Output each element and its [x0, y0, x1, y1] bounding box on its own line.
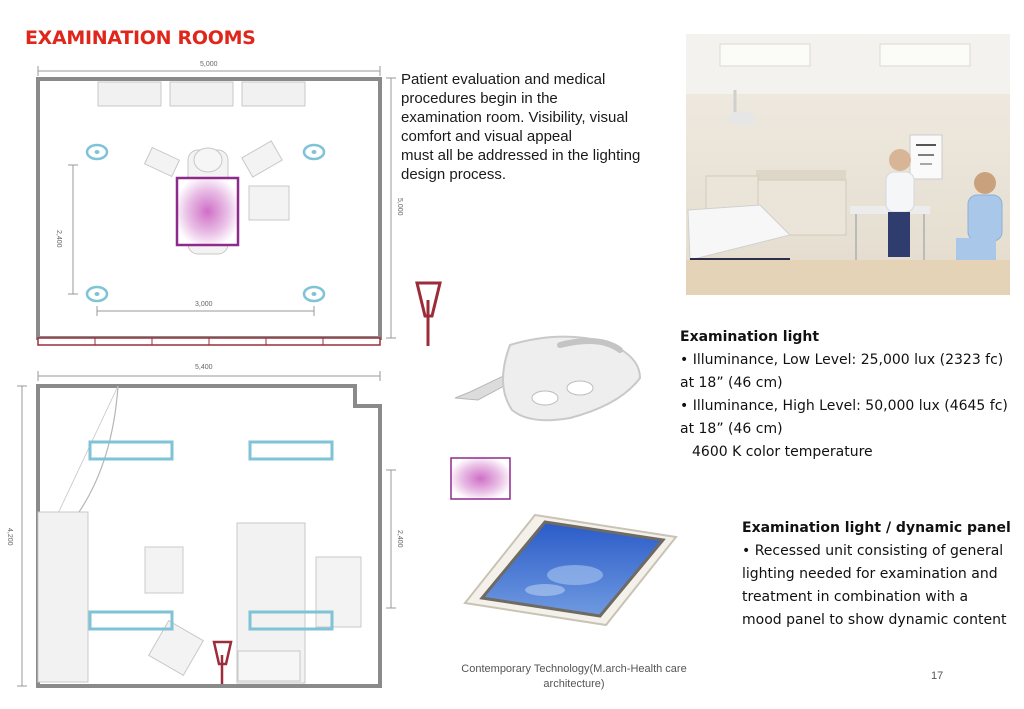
exam-room-photo — [686, 34, 1010, 295]
spec-line: mood panel to show dynamic content — [742, 612, 1007, 628]
downlight-icon — [85, 285, 109, 303]
dynamic-panel-image — [463, 513, 678, 627]
light-strip — [37, 337, 381, 346]
footer-text: Contemporary Technology(M.arch-Health ca… — [450, 662, 698, 692]
exam-light-icon — [212, 640, 233, 684]
slide-title: EXAMINATION ROOMS — [25, 27, 256, 49]
plan1-dim-bottom: 3,000 — [195, 301, 213, 308]
spec-line: treatment in combination with a — [742, 589, 969, 605]
linear-fixture-icon — [248, 440, 334, 461]
intro-line: Patient evaluation and medical — [401, 71, 606, 88]
intro-line: design process. — [401, 166, 507, 183]
spec-line: • Illuminance, Low Level: 25,000 lux (23… — [680, 352, 1004, 368]
intro-line: examination room. Visibility, visual — [401, 109, 629, 126]
spec-line: • Illuminance, High Level: 50,000 lux (4… — [680, 398, 1008, 414]
plan2-dim-right: 2,400 — [396, 530, 403, 548]
intro-text: Patient evaluation and medical procedure… — [401, 70, 701, 184]
spec-line: at 18” (46 cm) — [680, 375, 783, 391]
downlight-icon — [302, 285, 326, 303]
exam-light-product-image — [454, 335, 642, 422]
spec-line: 4600 K color temperature — [692, 444, 873, 460]
footer-line: architecture) — [543, 678, 605, 690]
exam-light-legend-swatch — [450, 457, 511, 500]
linear-fixture-icon — [88, 440, 174, 461]
footer-line: Contemporary Technology(M.arch-Health ca… — [461, 663, 687, 675]
floor-plan-1: 5,000 2,400 5,000 3,000 — [36, 61, 403, 346]
plan1-dim-top: 5,000 — [200, 61, 218, 68]
plan2-dim-top: 5,400 — [195, 364, 213, 371]
intro-line: comfort and visual appeal — [401, 128, 572, 145]
spec-line: lighting needed for examination and — [742, 566, 998, 582]
dynamic-panel-spec: Examination light / dynamic panel • Rece… — [742, 517, 1011, 632]
downlight-icon — [302, 143, 326, 161]
intro-line: procedures begin in the — [401, 90, 558, 107]
floor-plan-2: 5,400 4,200 2,400 — [6, 364, 403, 688]
linear-fixture-icon — [248, 610, 334, 631]
spec-line: at 18” (46 cm) — [680, 421, 783, 437]
plan2-dim-left: 4,200 — [6, 528, 13, 546]
spec-line: • Recessed unit consisting of general — [742, 543, 1004, 559]
intro-line: must all be addressed in the lighting — [401, 147, 641, 164]
linear-fixture-icon — [88, 610, 174, 631]
page-number: 17 — [931, 670, 944, 682]
plan1-dim-left: 2,400 — [55, 230, 62, 248]
exam-light-icon — [415, 281, 442, 346]
exam-light-spec: Examination light • Illuminance, Low Lev… — [680, 326, 1008, 464]
plan1-dim-right: 5,000 — [396, 198, 403, 216]
spec-heading: Examination light — [680, 329, 820, 345]
downlight-icon — [85, 143, 109, 161]
spec-heading: Examination light / dynamic panel — [742, 520, 1011, 536]
